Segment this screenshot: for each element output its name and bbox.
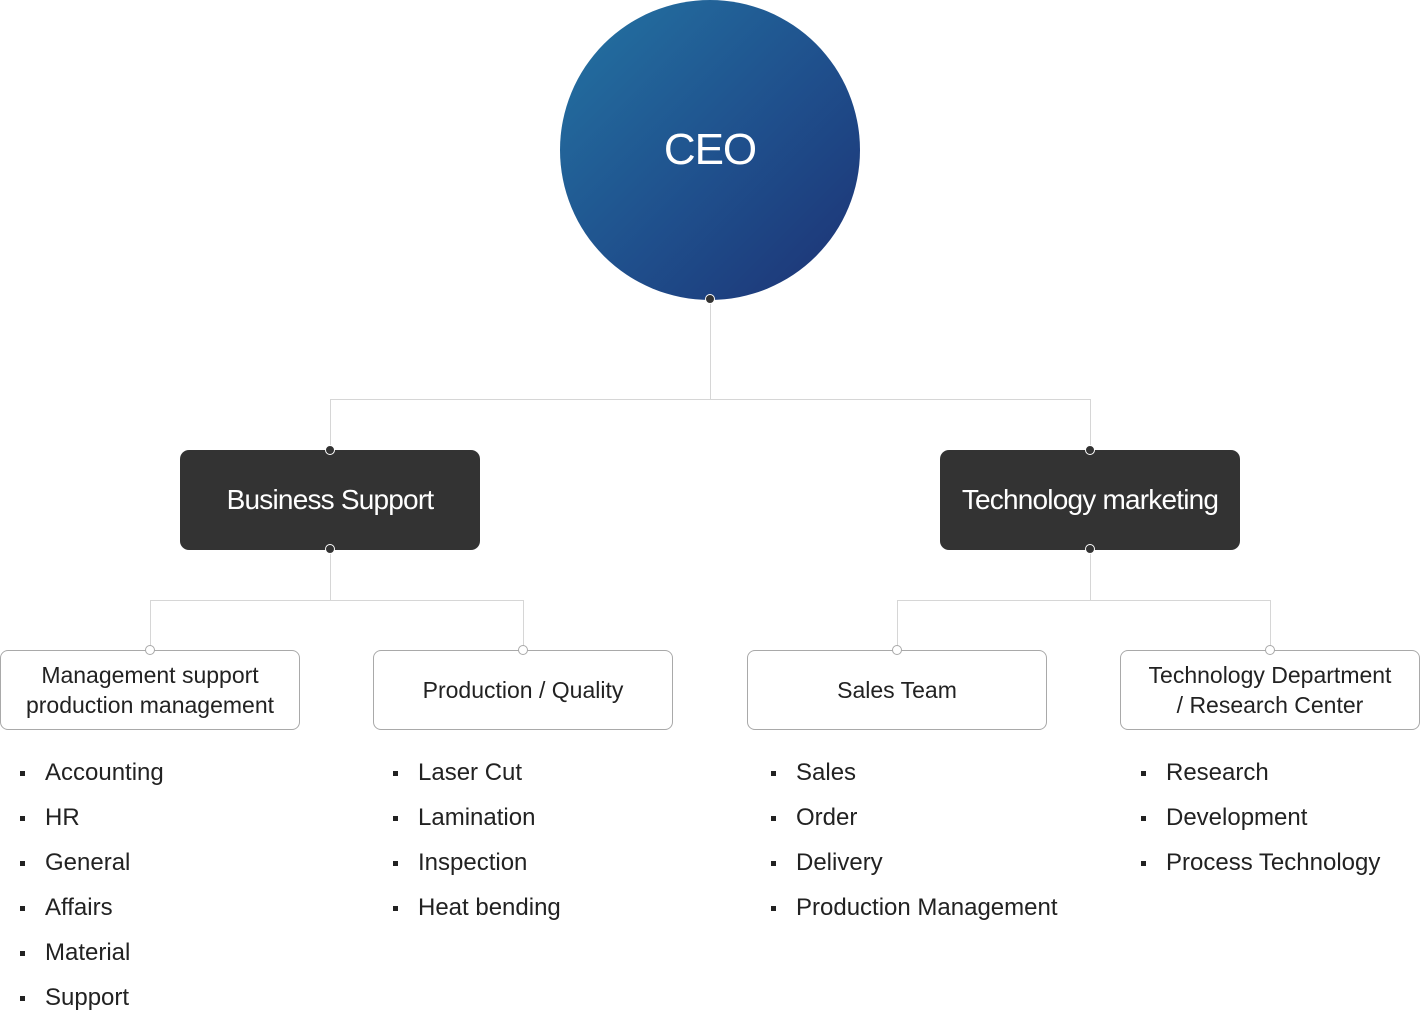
connector-line xyxy=(330,550,331,600)
list-item: HR xyxy=(20,800,164,845)
list-item: Support xyxy=(20,980,164,1025)
list-item: Inspection xyxy=(393,845,561,890)
connector-line xyxy=(150,600,524,601)
bullet-icon xyxy=(393,906,398,911)
team-item-list: Sales Order Delivery Production Manageme… xyxy=(771,755,1058,935)
team-label: production management xyxy=(25,692,275,718)
team-item-list: Research Development Process Technology xyxy=(1141,755,1380,890)
connector-line xyxy=(523,600,524,650)
connector-line xyxy=(897,600,1271,601)
connector-line xyxy=(897,600,898,650)
connector-dot xyxy=(892,645,902,655)
connector-line xyxy=(330,399,1091,400)
bullet-icon xyxy=(771,861,776,866)
bullet-icon xyxy=(1141,861,1146,866)
list-item: Process Technology xyxy=(1141,845,1380,890)
bullet-icon xyxy=(20,771,25,776)
team-label: Production / Quality xyxy=(422,677,624,703)
connector-dot xyxy=(1265,645,1275,655)
connector-dot xyxy=(705,294,715,304)
connector-dot xyxy=(145,645,155,655)
ceo-node: CEO xyxy=(560,0,860,300)
connector-dot xyxy=(325,445,335,455)
dept-technology-marketing: Technology marketing xyxy=(940,450,1240,550)
connector-dot xyxy=(518,645,528,655)
team-label: Management support xyxy=(41,662,259,688)
team-item-list: Accounting HR General Affairs Material S… xyxy=(20,755,164,1025)
connector-line xyxy=(710,300,711,400)
bullet-icon xyxy=(393,861,398,866)
bullet-icon xyxy=(20,816,25,821)
bullet-icon xyxy=(393,816,398,821)
team-label: Technology Department xyxy=(1148,662,1392,688)
team-sales: Sales Team xyxy=(747,650,1047,730)
list-item: General xyxy=(20,845,164,890)
list-item: Order xyxy=(771,800,1058,845)
list-item: Sales xyxy=(771,755,1058,800)
connector-line xyxy=(1270,600,1271,650)
list-item: Lamination xyxy=(393,800,561,845)
team-label: Sales Team xyxy=(837,677,957,703)
bullet-icon xyxy=(20,996,25,1001)
list-item: Accounting xyxy=(20,755,164,800)
bullet-icon xyxy=(393,771,398,776)
dept-business-support: Business Support xyxy=(180,450,480,550)
bullet-icon xyxy=(20,906,25,911)
team-management-support: Management support production management xyxy=(0,650,300,730)
bullet-icon xyxy=(771,906,776,911)
list-item: Laser Cut xyxy=(393,755,561,800)
list-item: Production Management xyxy=(771,890,1058,935)
connector-line xyxy=(1090,399,1091,451)
dept-label: Business Support xyxy=(226,484,434,515)
connector-line xyxy=(1090,550,1091,600)
team-production-quality: Production / Quality xyxy=(373,650,673,730)
connector-dot xyxy=(1085,544,1095,554)
dept-label: Technology marketing xyxy=(961,484,1219,515)
list-item: Affairs xyxy=(20,890,164,935)
connector-dot xyxy=(1085,445,1095,455)
bullet-icon xyxy=(20,951,25,956)
list-item: Material xyxy=(20,935,164,980)
connector-line xyxy=(330,399,331,451)
connector-dot xyxy=(325,544,335,554)
bullet-icon xyxy=(771,771,776,776)
list-item: Heat bending xyxy=(393,890,561,935)
connector-line xyxy=(150,600,151,650)
bullet-icon xyxy=(1141,771,1146,776)
team-item-list: Laser Cut Lamination Inspection Heat ben… xyxy=(393,755,561,935)
bullet-icon xyxy=(20,861,25,866)
bullet-icon xyxy=(1141,816,1146,821)
list-item: Delivery xyxy=(771,845,1058,890)
ceo-label: CEO xyxy=(663,125,757,174)
list-item: Development xyxy=(1141,800,1380,845)
list-item: Research xyxy=(1141,755,1380,800)
team-label: / Research Center xyxy=(1176,692,1364,718)
bullet-icon xyxy=(771,816,776,821)
team-technology-department: Technology Department / Research Center xyxy=(1120,650,1420,730)
